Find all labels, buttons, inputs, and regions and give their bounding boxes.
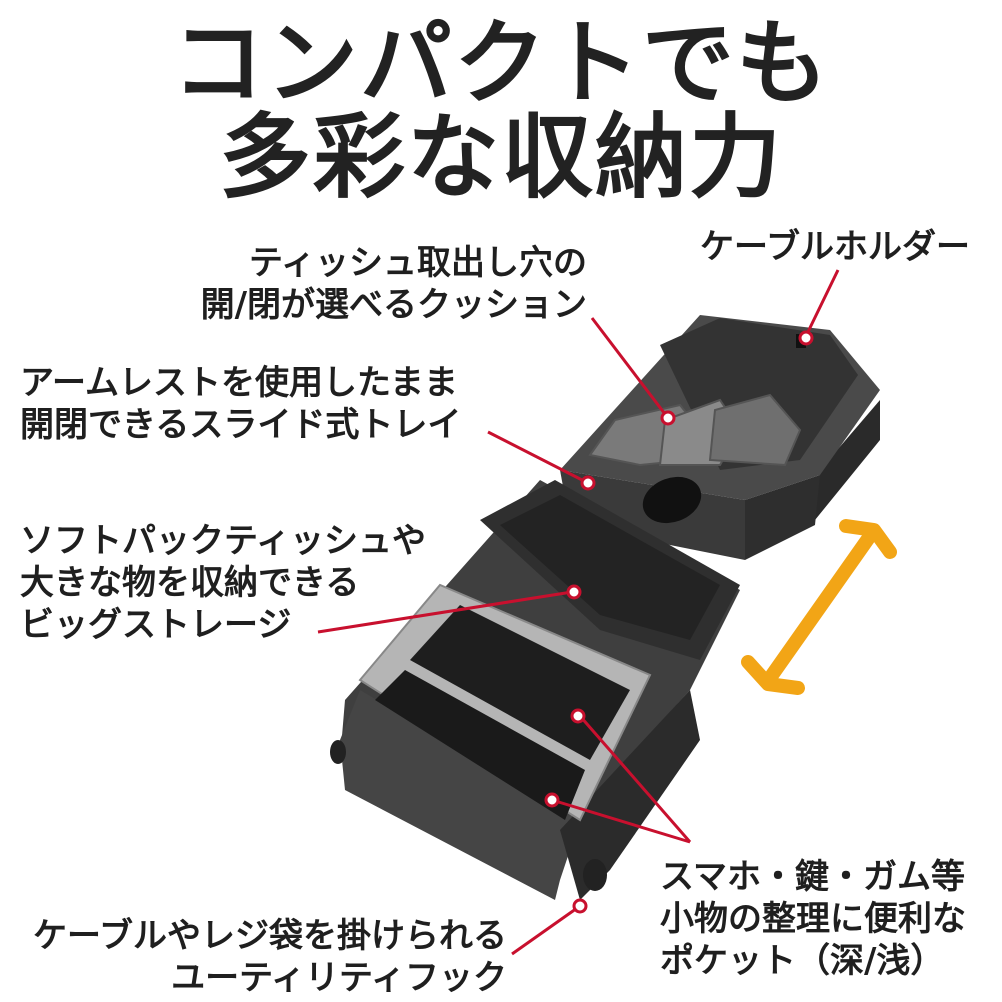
big-storage-label: ソフトパックティッシュや 大きな物を収納できる ビッグストレージ xyxy=(20,520,426,646)
leader-dots xyxy=(544,330,814,914)
headline-line-1: コンパクトでも xyxy=(171,10,830,117)
pocket-label: スマホ・鍵・ガム等 小物の整理に便利な ポケット（深/浅） xyxy=(660,856,966,982)
big-storage-label-line-3: ビッグストレージ xyxy=(20,605,292,645)
slide-tray-label-line-1: アームレストを使用したまま xyxy=(20,363,458,403)
double-arrow-icon xyxy=(741,519,897,695)
pocket-label-line-1: スマホ・鍵・ガム等 xyxy=(660,857,965,897)
slide-tray-label-line-2: 開閉できるスライド式トレイ xyxy=(20,405,462,445)
slide-tray-label: アームレストを使用したまま 開閉できるスライド式トレイ xyxy=(20,362,461,446)
headline-line-2: 多彩な収納力 xyxy=(218,104,783,211)
pocket-label-line-2: 小物の整理に便利な xyxy=(660,899,966,939)
big-storage-label-line-1: ソフトパックティッシュや xyxy=(20,521,426,561)
cable-holder-label: ケーブルホルダー xyxy=(700,226,970,268)
big-storage-label-line-2: 大きな物を収納できる xyxy=(20,563,360,603)
tissue-cushion-label-line-1: ティッシュ取出し穴の xyxy=(249,243,587,283)
cable-holder-label-line-1: ケーブルホルダー xyxy=(700,227,970,267)
utility-hook-label: ケーブルやレジ袋を掛けられる ユーティリティフック xyxy=(33,915,507,999)
tissue-cushion-label-line-2: 開/閉が選べるクッション xyxy=(200,285,587,325)
pocket-label-line-3: ポケット（深/浅） xyxy=(660,941,945,981)
leader-lines xyxy=(317,269,840,956)
utility-hook-label-line-2: ユーティリティフック xyxy=(171,958,507,998)
tissue-cushion xyxy=(588,393,802,467)
tissue-cushion-label: ティッシュ取出し穴の 開/閉が選べるクッション xyxy=(201,242,587,326)
utility-hook-label-line-1: ケーブルやレジ袋を掛けられる xyxy=(33,916,507,956)
